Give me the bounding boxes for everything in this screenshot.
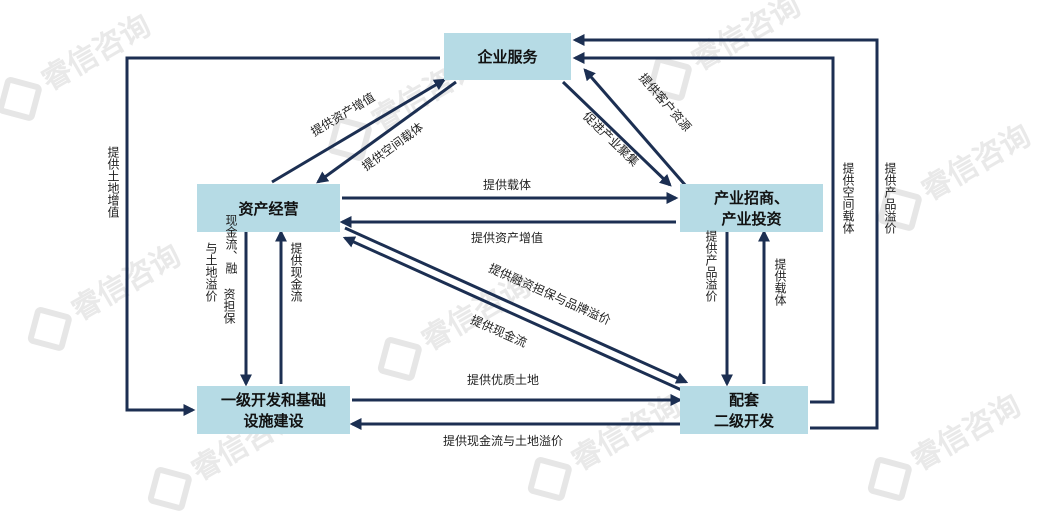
arrow-secondary-to-enterprise-inner bbox=[572, 52, 835, 404]
svg-text:二级开发: 二级开发 bbox=[714, 412, 775, 430]
ecosystem-diagram: 企业服务 资产经营 产业招商、 产业投资 一级开发和基础 设施建设 配套 二级开… bbox=[106, 33, 897, 448]
arrow-asset-to-enterprise bbox=[271, 78, 447, 184]
node-primary-development: 一级开发和基础 设施建设 bbox=[197, 386, 350, 434]
label-cashflow-financing-v3: 与土地溢价 bbox=[204, 242, 218, 302]
label-provide-product-premium-v2: 提供产品溢价 bbox=[883, 161, 897, 234]
arrow-secondary-to-asset bbox=[342, 236, 687, 394]
label-cashflow-financing-v1: 现金流、融 bbox=[224, 214, 238, 275]
arrow-enterprise-to-asset bbox=[316, 80, 457, 184]
label-provide-carrier: 提供载体 bbox=[483, 177, 531, 192]
label-provide-asset-appreciation: 提供资产增值 bbox=[471, 230, 543, 245]
node-secondary-development: 配套 二级开发 bbox=[680, 386, 808, 434]
svg-text:配套: 配套 bbox=[729, 391, 760, 409]
label-cashflow-financing-v2: 资担保 bbox=[222, 288, 236, 324]
arrow-enterprise-to-investment bbox=[561, 80, 672, 187]
label-provide-space-carrier-v: 提供空间载体 bbox=[841, 161, 855, 235]
node-investment: 产业招商、 产业投资 bbox=[680, 184, 823, 232]
node-asset-operation: 资产经营 bbox=[197, 184, 340, 232]
svg-text:设施建设: 设施建设 bbox=[243, 412, 303, 430]
label-provide-quality-land: 提供优质土地 bbox=[467, 372, 539, 387]
svg-text:企业服务: 企业服务 bbox=[476, 48, 538, 66]
arrow-secondary-to-enterprise-outer bbox=[572, 34, 879, 430]
svg-text:资产经营: 资产经营 bbox=[238, 200, 298, 218]
label-provide-land-appreciation-v: 提供土地增值 bbox=[106, 145, 120, 219]
arrow-asset-to-secondary bbox=[344, 226, 689, 384]
arrow-enterprise-to-primary bbox=[125, 56, 440, 416]
label-provide-cashflow-v: 提供现金流 bbox=[289, 241, 303, 302]
label-provide-product-premium-v: 提供产品溢价 bbox=[704, 229, 718, 302]
svg-text:产业投资: 产业投资 bbox=[721, 210, 781, 228]
label-provide-carrier-v: 提供载体 bbox=[773, 257, 787, 307]
svg-text:一级开发和基础: 一级开发和基础 bbox=[221, 391, 326, 409]
node-enterprise-service: 企业服务 bbox=[444, 33, 571, 80]
label-provide-cashflow-land-premium: 提供现金流与土地溢价 bbox=[443, 433, 563, 448]
label-provide-asset-appreciation-diag: 提供资产增值 bbox=[308, 89, 377, 139]
label-provide-customer-resources: 提供客户资源 bbox=[636, 70, 695, 134]
svg-text:产业招商、: 产业招商、 bbox=[714, 189, 789, 207]
label-provide-financing-brand-premium: 提供融资担保与品牌溢价 bbox=[486, 260, 613, 327]
label-promote-industry-cluster: 促进产业聚集 bbox=[580, 108, 642, 169]
arrow-investment-to-enterprise bbox=[583, 68, 688, 187]
